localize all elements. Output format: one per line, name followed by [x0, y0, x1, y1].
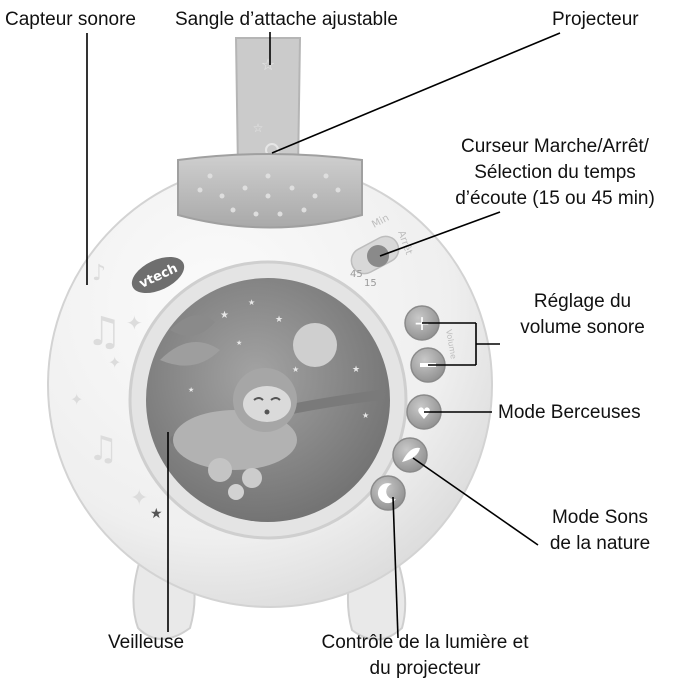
- svg-text:★: ★: [352, 365, 360, 375]
- leaf-icon: [160, 342, 220, 366]
- svg-text:★: ★: [220, 310, 229, 321]
- leaf-icon: [170, 315, 215, 336]
- adjustable-strap: ☆ ☆: [234, 37, 302, 171]
- svg-text:★: ★: [362, 411, 369, 420]
- label-light-line2: du projecteur: [369, 658, 481, 679]
- flower-icon: [208, 458, 232, 482]
- svg-text:15: 15: [364, 278, 377, 289]
- svg-text:✦: ✦: [108, 353, 121, 372]
- label-nightlight: Veilleuse: [108, 632, 185, 653]
- label-nature-line2: de la nature: [549, 533, 651, 554]
- moon-icon: [377, 483, 396, 504]
- label-switch-line2: Sélection du temps: [474, 162, 636, 183]
- svg-text:★: ★: [188, 386, 194, 394]
- svg-text:♫: ♫: [88, 429, 118, 469]
- svg-text:★: ★: [248, 298, 255, 307]
- svg-text:☆: ☆: [261, 55, 275, 74]
- label-lullaby: Mode Berceuses: [498, 402, 641, 423]
- nature-sounds-button[interactable]: [392, 437, 428, 473]
- nightlight-dome: ★ ★ ★ ★ ★ ★ ★ ★ ★: [128, 260, 408, 540]
- decorative-relief-icons: ♪ ♫ ✦ ✦ ✦ ♫ ✦ ★: [70, 261, 163, 522]
- label-switch-line3: d’écoute (15 ou 45 min): [455, 188, 655, 209]
- svg-text:45: 45: [350, 269, 363, 280]
- svg-text:★: ★: [275, 315, 283, 325]
- label-switch-line1: Curseur Marche/Arrêt/: [461, 136, 649, 157]
- sloth-illustration: [173, 368, 297, 470]
- label-volume-line1: Réglage du: [533, 291, 632, 312]
- svg-text:★: ★: [150, 506, 163, 522]
- svg-text:♫: ♫: [86, 309, 122, 355]
- moon-icon: [293, 323, 337, 367]
- label-sound-sensor: Capteur sonore: [5, 9, 136, 30]
- label-projector: Projecteur: [552, 9, 639, 30]
- heart-icon: ♥: [417, 404, 431, 423]
- svg-text:♪: ♪: [92, 261, 106, 286]
- flower-icon: [242, 468, 262, 488]
- flower-icon: [228, 484, 244, 500]
- label-strap: Sangle d’attache ajustable: [175, 9, 398, 30]
- svg-text:★: ★: [236, 339, 242, 347]
- leader-lines: [86, 32, 561, 639]
- label-nature-line1: Mode Sons: [551, 507, 649, 528]
- label-light-line1: Contrôle de la lumière et: [321, 632, 529, 653]
- leaf-icon: [402, 447, 420, 462]
- projector-cap: [177, 153, 363, 229]
- svg-text:✦: ✦: [126, 311, 143, 335]
- svg-text:★: ★: [292, 365, 299, 374]
- light-projector-button[interactable]: [370, 475, 406, 511]
- label-volume-line2: volume sonore: [520, 317, 645, 338]
- svg-text:✦: ✦: [70, 390, 83, 409]
- svg-text:✦: ✦: [130, 486, 148, 511]
- svg-text:☆: ☆: [253, 121, 264, 135]
